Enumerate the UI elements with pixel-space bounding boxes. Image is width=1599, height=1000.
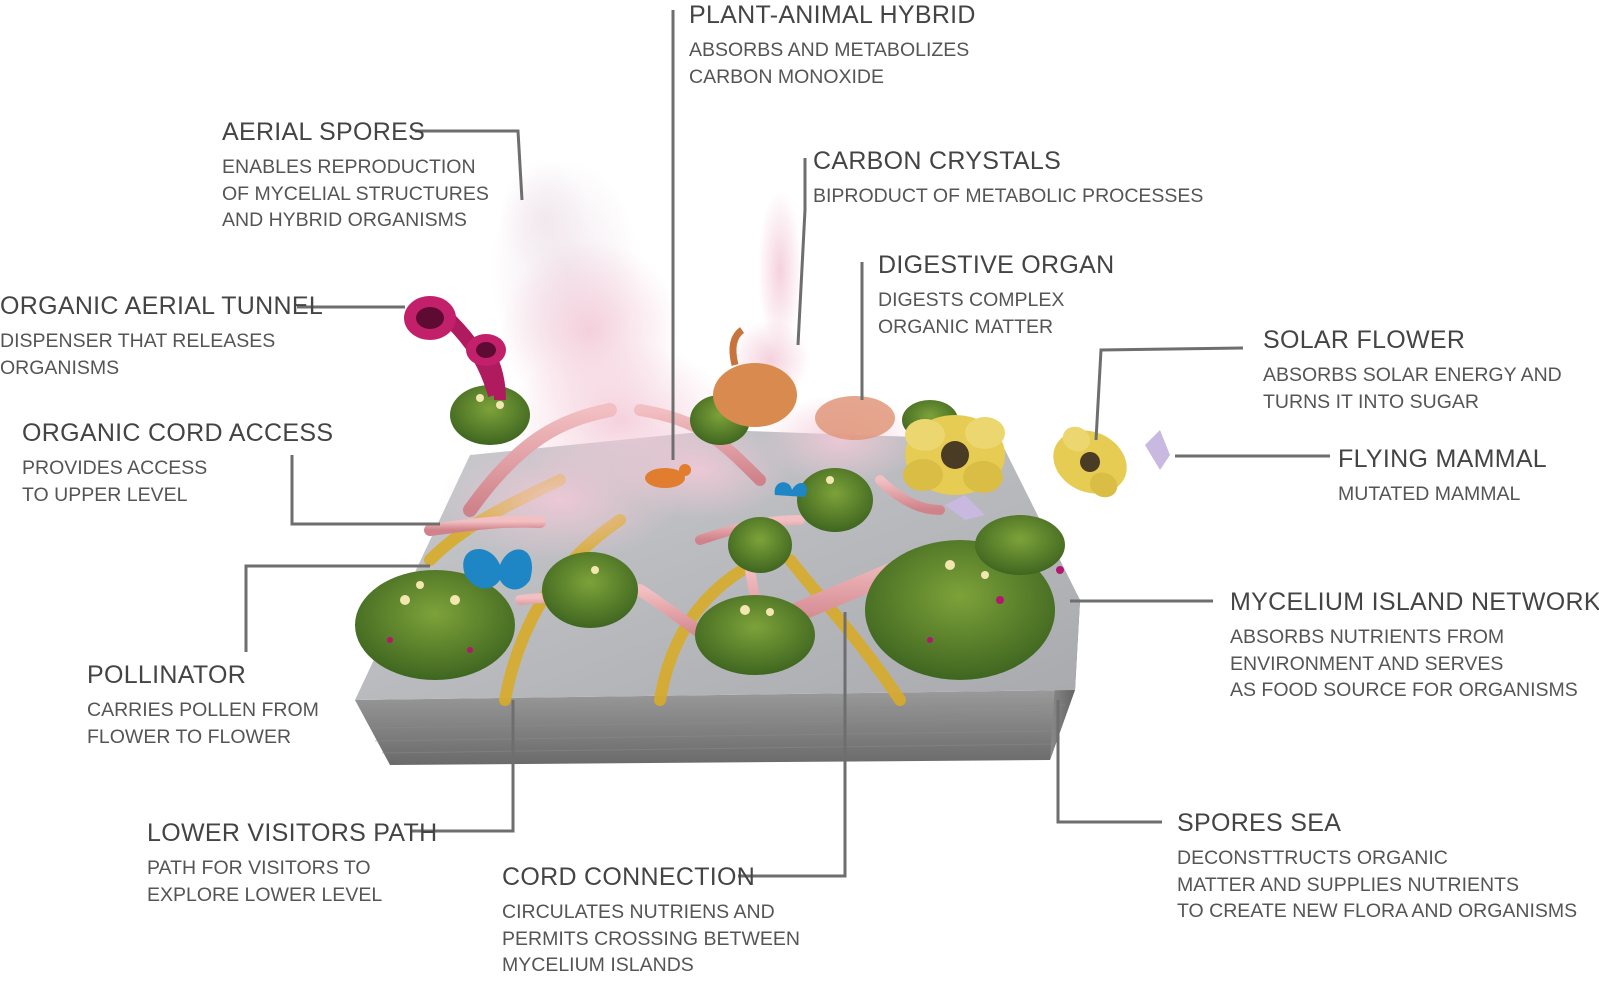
label-description: CARRIES POLLEN FROM FLOWER TO FLOWER xyxy=(87,699,319,748)
solar-flower xyxy=(903,415,1127,498)
label-description: BIPRODUCT OF METABOLIC PROCESSES xyxy=(813,185,1204,207)
label-lower-visitors-path: LOWER VISITORS PATH PATH FOR VISITORS TO… xyxy=(147,818,437,908)
label-description: ABSORBS NUTRIENTS FROM ENVIRONMENT AND S… xyxy=(1230,626,1578,701)
label-description: PROVIDES ACCESS TO UPPER LEVEL xyxy=(22,457,208,506)
leader-cord-connection xyxy=(738,612,847,878)
label-pollinator: POLLINATOR CARRIES POLLEN FROM FLOWER TO… xyxy=(87,660,319,750)
label-organic-cord-access: ORGANIC CORD ACCESS PROVIDES ACCESS TO U… xyxy=(22,418,333,508)
aerial-spores xyxy=(440,160,790,560)
label-description: DISPENSER THAT RELEASES ORGANISMS xyxy=(0,330,276,379)
label-title: CORD CONNECTION xyxy=(502,863,756,891)
label-description: DECONSTTRUCTS ORGANIC MATTER AND SUPPLIE… xyxy=(1177,847,1578,922)
label-aerial-spores: AERIAL SPORES ENABLES REPRODUCTION OF MY… xyxy=(222,117,489,234)
label-title: POLLINATOR xyxy=(87,661,247,689)
digestive-organ xyxy=(713,327,895,440)
label-title: ORGANIC CORD ACCESS xyxy=(22,419,334,447)
label-title: AERIAL SPORES xyxy=(222,118,426,146)
label-title: LOWER VISITORS PATH xyxy=(147,819,438,847)
leader-carbon-crystals xyxy=(796,158,807,346)
label-description: ABSORBS SOLAR ENERGY AND TURNS IT INTO S… xyxy=(1263,364,1562,413)
label-title: FLYING MAMMAL xyxy=(1338,445,1548,473)
leader-pollinator xyxy=(244,564,430,652)
leader-spores-sea xyxy=(1056,700,1162,824)
label-description: MUTATED MAMMAL xyxy=(1338,483,1521,505)
leader-solar-flower xyxy=(1094,346,1244,441)
label-title: PLANT-ANIMAL HYBRID xyxy=(689,1,976,29)
label-flying-mammal: FLYING MAMMAL MUTATED MAMMAL xyxy=(1338,444,1547,508)
leader-lower-visitors-path xyxy=(410,700,515,833)
label-plant-animal-hybrid: PLANT-ANIMAL HYBRID ABSORBS AND METABOLI… xyxy=(689,0,976,90)
label-title: MYCELIUM ISLAND NETWORK xyxy=(1230,588,1599,616)
label-digestive-organ: DIGESTIVE ORGAN DIGESTS COMPLEX ORGANIC … xyxy=(878,250,1114,340)
mycelium-island-network xyxy=(355,385,1065,680)
leader-aerial-spores xyxy=(415,129,524,201)
label-title: SOLAR FLOWER xyxy=(1263,326,1466,354)
label-cord-connection: CORD CONNECTION CIRCULATES NUTRIENS AND … xyxy=(502,862,800,979)
label-title: CARBON CRYSTALS xyxy=(813,147,1062,175)
label-title: DIGESTIVE ORGAN xyxy=(878,251,1115,279)
label-description: ENABLES REPRODUCTION OF MYCELIAL STRUCTU… xyxy=(222,156,489,231)
label-description: CIRCULATES NUTRIENS AND PERMITS CROSSING… xyxy=(502,901,800,976)
label-title: ORGANIC AERIAL TUNNEL xyxy=(0,292,324,320)
plant-animal-hybrid xyxy=(645,464,691,488)
label-spores-sea: SPORES SEA DECONSTTRUCTS ORGANIC MATTER … xyxy=(1177,808,1577,925)
label-title: SPORES SEA xyxy=(1177,809,1342,837)
pollinator xyxy=(463,482,807,590)
label-mycelium-island-network: MYCELIUM ISLAND NETWORK ABSORBS NUTRIENT… xyxy=(1230,587,1599,704)
label-carbon-crystals: CARBON CRYSTALS BIPRODUCT OF METABOLIC P… xyxy=(813,146,1203,210)
flying-mammal xyxy=(945,430,1170,520)
label-organic-aerial-tunnel: ORGANIC AERIAL TUNNEL DISPENSER THAT REL… xyxy=(0,291,323,381)
leader-organic-cord-access xyxy=(290,455,440,526)
organic-aerial-tunnel xyxy=(404,296,506,401)
label-description: DIGESTS COMPLEX ORGANIC MATTER xyxy=(878,289,1065,338)
label-solar-flower: SOLAR FLOWER ABSORBS SOLAR ENERGY AND TU… xyxy=(1263,325,1562,415)
label-description: ABSORBS AND METABOLIZES CARBON MONOXIDE xyxy=(689,39,970,88)
label-description: PATH FOR VISITORS TO EXPLORE LOWER LEVEL xyxy=(147,857,383,906)
